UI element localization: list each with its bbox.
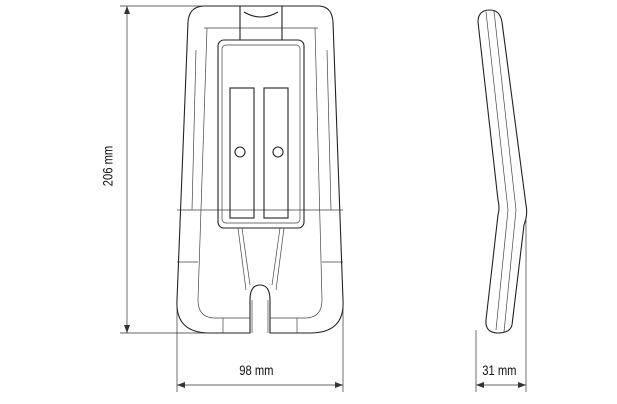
- height-label: 206 mm: [99, 145, 116, 187]
- depth-dimension: [475, 220, 527, 392]
- side-view: [477, 9, 528, 334]
- front-view: [176, 5, 344, 334]
- height-dimension: [120, 5, 210, 334]
- width-dimension: [176, 300, 344, 392]
- depth-label: 31 mm: [482, 362, 517, 378]
- width-label: 98 mm: [239, 362, 274, 378]
